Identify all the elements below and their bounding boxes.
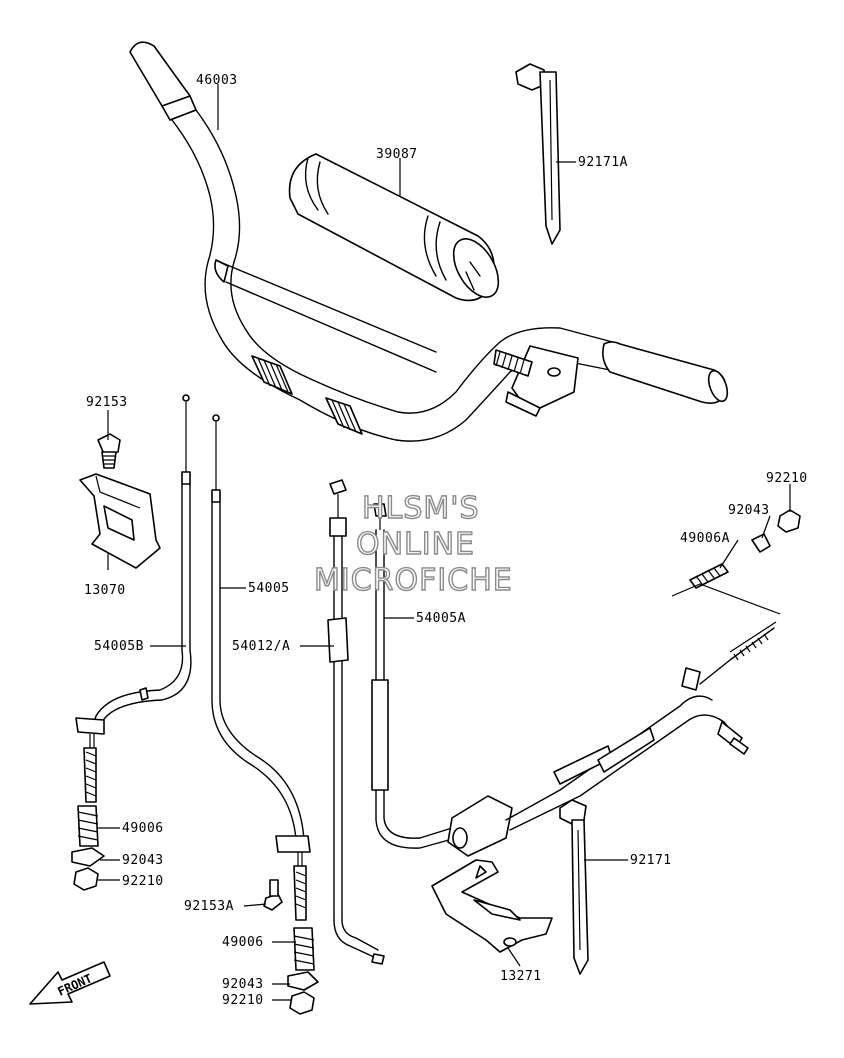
cable-54012a[interactable] bbox=[327, 479, 385, 965]
bolt-a[interactable] bbox=[97, 433, 121, 469]
label-92153: 92153 bbox=[86, 395, 128, 410]
cable-54005[interactable] bbox=[211, 414, 311, 921]
label-49006a: 49006A bbox=[680, 531, 730, 546]
label-92153a: 92153A bbox=[184, 899, 234, 914]
handlebar-pad[interactable] bbox=[288, 153, 508, 305]
bracket-left[interactable] bbox=[79, 473, 161, 569]
label-92043-left: 92043 bbox=[122, 853, 164, 868]
nut-right-top[interactable] bbox=[777, 509, 801, 533]
front-arrow-icon: FRONT bbox=[29, 961, 111, 1005]
nut-left[interactable] bbox=[73, 867, 99, 891]
collar-left[interactable] bbox=[71, 847, 105, 867]
label-54012a: 54012/A bbox=[232, 639, 290, 654]
spring-right[interactable] bbox=[671, 563, 781, 615]
collar-right-top[interactable] bbox=[751, 533, 771, 553]
handlebar[interactable] bbox=[129, 41, 731, 442]
watermark-line2: ONLINE bbox=[356, 527, 475, 562]
bolt-b[interactable] bbox=[263, 879, 283, 911]
bracket-right[interactable] bbox=[431, 859, 553, 953]
label-54005a: 54005A bbox=[416, 611, 466, 626]
nut-center[interactable] bbox=[289, 991, 315, 1015]
clamp-tie[interactable] bbox=[559, 799, 589, 975]
knurl-right bbox=[325, 397, 363, 435]
part-labels: 46003 39087 92171A 92153 13070 54005B 54… bbox=[84, 73, 808, 1008]
leader-lines bbox=[98, 84, 791, 1001]
watermark-line3: MICROFICHE bbox=[314, 563, 513, 598]
label-92171a: 92171A bbox=[578, 155, 628, 170]
watermark: HLSM'S ONLINE MICROFICHE bbox=[313, 490, 513, 598]
label-92043-center: 92043 bbox=[222, 977, 264, 992]
label-92210-center: 92210 bbox=[222, 993, 264, 1008]
label-92171: 92171 bbox=[630, 853, 672, 868]
label-54005: 54005 bbox=[248, 581, 290, 596]
clamp-tie-a[interactable] bbox=[515, 63, 561, 245]
spring-left[interactable] bbox=[77, 805, 99, 847]
label-13271: 13271 bbox=[500, 969, 542, 984]
label-13070: 13070 bbox=[84, 583, 126, 598]
cable-54005a[interactable] bbox=[371, 503, 777, 857]
label-49006-left: 49006 bbox=[122, 821, 164, 836]
label-92210-right: 92210 bbox=[766, 471, 808, 486]
label-92210-left: 92210 bbox=[122, 874, 164, 889]
label-54005b: 54005B bbox=[94, 639, 144, 654]
label-39087: 39087 bbox=[376, 147, 418, 162]
spring-center[interactable] bbox=[293, 927, 315, 971]
watermark-line1: HLSM'S bbox=[362, 491, 480, 526]
knurl-left bbox=[251, 355, 293, 395]
label-49006-center: 49006 bbox=[222, 935, 264, 950]
label-92043-right: 92043 bbox=[728, 503, 770, 518]
cable-54005b[interactable] bbox=[75, 394, 192, 803]
label-46003: 46003 bbox=[196, 73, 238, 88]
collar-center[interactable] bbox=[287, 971, 319, 991]
